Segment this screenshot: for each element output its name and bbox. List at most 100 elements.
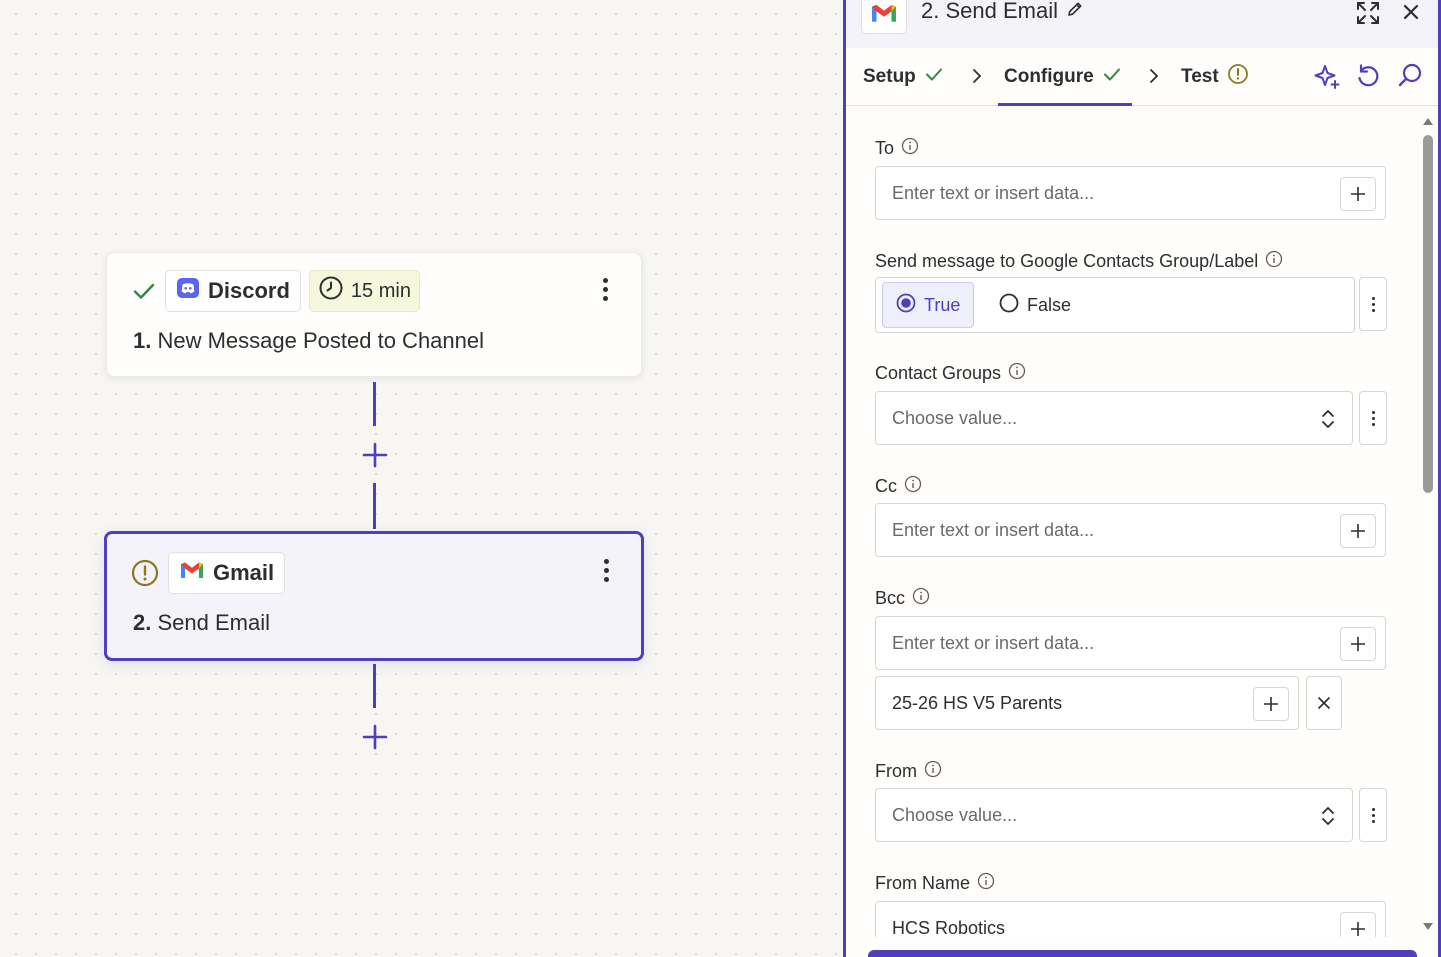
schedule-text: 15 min <box>350 279 411 302</box>
app-chip-gmail: Gmail <box>168 552 286 594</box>
info-icon[interactable] <box>1265 250 1283 273</box>
label-text: Contact Groups <box>875 363 1002 383</box>
field-label-to: To <box>875 137 919 160</box>
undo-icon[interactable] <box>1355 62 1381 95</box>
panel-title-text: 2. Send Email <box>921 0 1058 23</box>
step-number: 1. <box>133 328 152 353</box>
step-card-gmail[interactable]: Gmail 2. Send Email <box>104 531 644 661</box>
step-title: 2. Send Email <box>133 610 270 636</box>
add-step-button[interactable] <box>361 441 389 469</box>
ai-sparkle-icon[interactable] <box>1313 62 1341 95</box>
field-options-button[interactable] <box>1359 277 1387 331</box>
step-title-text: New Message Posted to Channel <box>157 328 485 353</box>
info-icon[interactable] <box>1008 362 1026 385</box>
app-chip-discord: Discord <box>165 270 301 312</box>
warning-icon <box>130 558 160 588</box>
insert-data-button[interactable] <box>1340 912 1376 937</box>
radio-false[interactable]: False <box>986 282 1084 328</box>
pencil-icon[interactable] <box>1066 0 1084 24</box>
field-label-cc: Cc <box>875 475 922 498</box>
radio-true[interactable]: True <box>882 282 975 328</box>
workflow-canvas[interactable]: Discord 15 min 1. New Message Posted to … <box>0 0 843 957</box>
check-icon <box>924 64 944 90</box>
tab-label: Test <box>1181 66 1219 87</box>
insert-data-button[interactable] <box>1340 177 1376 211</box>
connector-line <box>373 483 376 529</box>
remove-value-button[interactable] <box>1306 676 1342 730</box>
placeholder-text: Choose value... <box>892 804 1018 825</box>
clock-icon <box>318 275 344 307</box>
step-tabs: Setup Configure Test <box>846 48 1438 106</box>
check-icon <box>1102 64 1122 90</box>
form-scrollbar[interactable] <box>1419 107 1435 937</box>
to-input[interactable]: Enter text or insert data... <box>875 166 1386 220</box>
step-card-discord[interactable]: Discord 15 min 1. New Message Posted to … <box>106 252 642 377</box>
step-title-text: Send Email <box>157 610 270 635</box>
field-options-button[interactable] <box>1359 391 1387 445</box>
info-icon[interactable] <box>904 475 922 498</box>
gmail-logo <box>861 0 907 34</box>
step-menu-button[interactable] <box>603 278 608 301</box>
input-value: 25-26 HS V5 Parents <box>892 692 1063 713</box>
info-icon[interactable] <box>912 587 930 610</box>
input-value: HCS Robotics <box>892 917 1006 938</box>
label-text: To <box>875 138 895 158</box>
step-menu-button[interactable] <box>604 559 609 582</box>
scroll-thumb[interactable] <box>1423 135 1433 493</box>
field-label-bcc: Bcc <box>875 587 930 610</box>
tab-setup[interactable]: Setup <box>863 48 944 106</box>
scroll-up-arrow-icon[interactable] <box>1422 113 1434 131</box>
tab-test[interactable]: Test <box>1181 48 1249 106</box>
placeholder-text: Choose value... <box>892 407 1018 428</box>
app-name: Gmail <box>213 560 275 585</box>
tab-configure[interactable]: Configure <box>998 48 1132 106</box>
add-step-button[interactable] <box>361 723 389 751</box>
expand-icon[interactable] <box>1355 0 1381 31</box>
search-icon[interactable] <box>1397 62 1423 95</box>
field-label-from-name: From Name <box>875 872 995 895</box>
app-name: Discord <box>208 278 290 303</box>
insert-data-button[interactable] <box>1253 687 1289 721</box>
from-name-input[interactable]: HCS Robotics <box>875 901 1386 937</box>
tab-label: Setup <box>863 66 916 87</box>
radio-label: False <box>1027 294 1072 315</box>
label-text: From Name <box>875 873 971 893</box>
step-title: 1. New Message Posted to Channel <box>133 328 484 354</box>
panel-title[interactable]: 2. Send Email <box>921 0 1084 24</box>
chevron-right-icon <box>1147 67 1161 90</box>
field-label-contact-groups: Contact Groups <box>875 362 1026 385</box>
step-editor-panel: 2. Send Email Setup Configure Test <box>843 0 1441 957</box>
from-select[interactable]: Choose value... <box>875 788 1353 842</box>
cc-input[interactable]: Enter text or insert data... <box>875 503 1386 557</box>
bcc-input[interactable]: Enter text or insert data... <box>875 616 1386 670</box>
radio-label: True <box>924 294 961 315</box>
placeholder-text: Enter text or insert data... <box>892 519 1095 540</box>
label-text: From <box>875 761 917 781</box>
info-icon[interactable] <box>977 872 995 895</box>
field-label-from: From <box>875 760 942 783</box>
chevron-right-icon <box>970 67 984 90</box>
info-icon[interactable] <box>901 137 919 160</box>
connector-line <box>373 382 376 426</box>
info-icon[interactable] <box>924 760 942 783</box>
placeholder-text: Enter text or insert data... <box>892 632 1095 653</box>
contact-groups-select[interactable]: Choose value... <box>875 391 1353 445</box>
panel-header: 2. Send Email <box>846 0 1438 48</box>
warning-icon <box>1227 63 1249 91</box>
gmail-icon <box>179 560 205 586</box>
insert-data-button[interactable] <box>1340 627 1376 661</box>
continue-button[interactable] <box>868 950 1417 957</box>
label-text: Bcc <box>875 588 906 608</box>
chevron-up-down-icon <box>1320 805 1336 832</box>
radio-empty-icon <box>999 293 1019 318</box>
label-text: Cc <box>875 476 897 496</box>
insert-data-button[interactable] <box>1340 514 1376 548</box>
bcc-value-input[interactable]: 25-26 HS V5 Parents <box>875 676 1299 730</box>
radio-selected-icon <box>896 293 916 318</box>
scroll-down-arrow-icon[interactable] <box>1422 919 1434 937</box>
close-icon[interactable] <box>1401 2 1421 27</box>
configure-form: To Enter text or insert data... Send mes… <box>846 107 1422 937</box>
check-icon <box>131 278 157 304</box>
field-options-button[interactable] <box>1359 788 1387 842</box>
step-number: 2. <box>133 610 152 635</box>
